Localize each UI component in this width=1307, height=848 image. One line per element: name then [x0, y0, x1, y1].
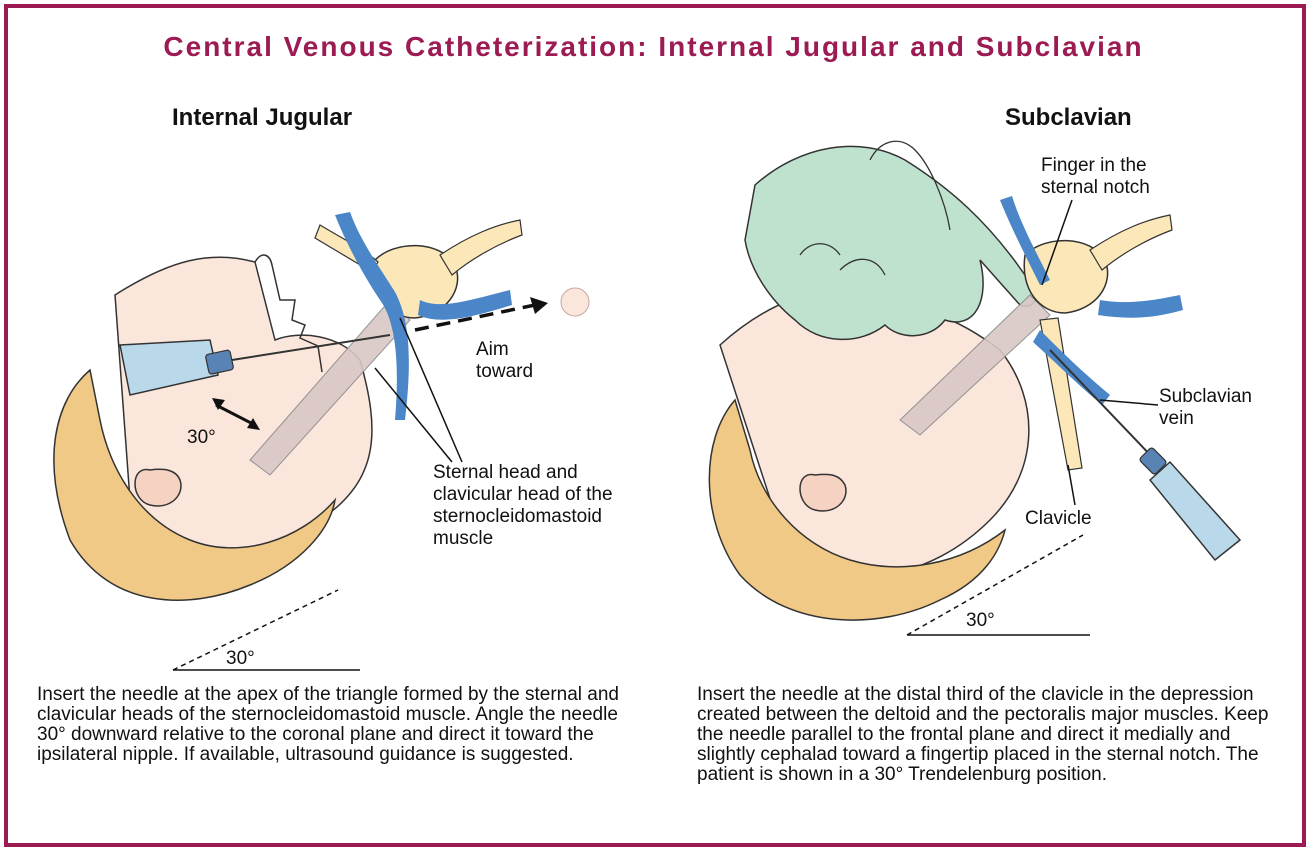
leader-line: [1068, 465, 1075, 505]
clavicle-label: Clavicle: [1025, 508, 1092, 530]
subclavian-caption: Insert the needle at the distal third of…: [697, 685, 1277, 785]
angle-label-base-left: 30°: [226, 648, 255, 670]
subclavian-vein: [1033, 330, 1110, 405]
sternocleidomastoid-label: Sternal head and clavicular head of the …: [433, 462, 623, 550]
subclavian-heading: Subclavian: [1005, 104, 1132, 132]
clavicle-right: [1090, 215, 1172, 270]
angle-line: [173, 590, 338, 670]
gloved-hand: [745, 146, 1036, 339]
leader-line: [400, 318, 462, 462]
angle-label-base-right: 30°: [966, 610, 995, 632]
angle-label-head: 30°: [187, 427, 216, 449]
finger-in-sternal-notch-label: Finger in the sternal notch: [1041, 155, 1161, 199]
nipple: [561, 288, 589, 316]
internal-jugular-heading: Internal Jugular: [172, 104, 352, 132]
aim-toward-label: Aim toward: [476, 339, 556, 383]
ear: [800, 474, 846, 511]
clavicle-right: [440, 220, 522, 275]
vein-branch: [1098, 295, 1183, 318]
syringe: [1139, 447, 1240, 560]
subclavian-vein-label: Subclavian vein: [1159, 386, 1269, 430]
internal-jugular-caption: Insert the needle at the apex of the tri…: [37, 685, 637, 765]
ear: [135, 469, 181, 506]
internal-jugular-illustration: [54, 212, 589, 670]
leader-line: [375, 368, 452, 462]
leader-line: [1100, 400, 1158, 405]
